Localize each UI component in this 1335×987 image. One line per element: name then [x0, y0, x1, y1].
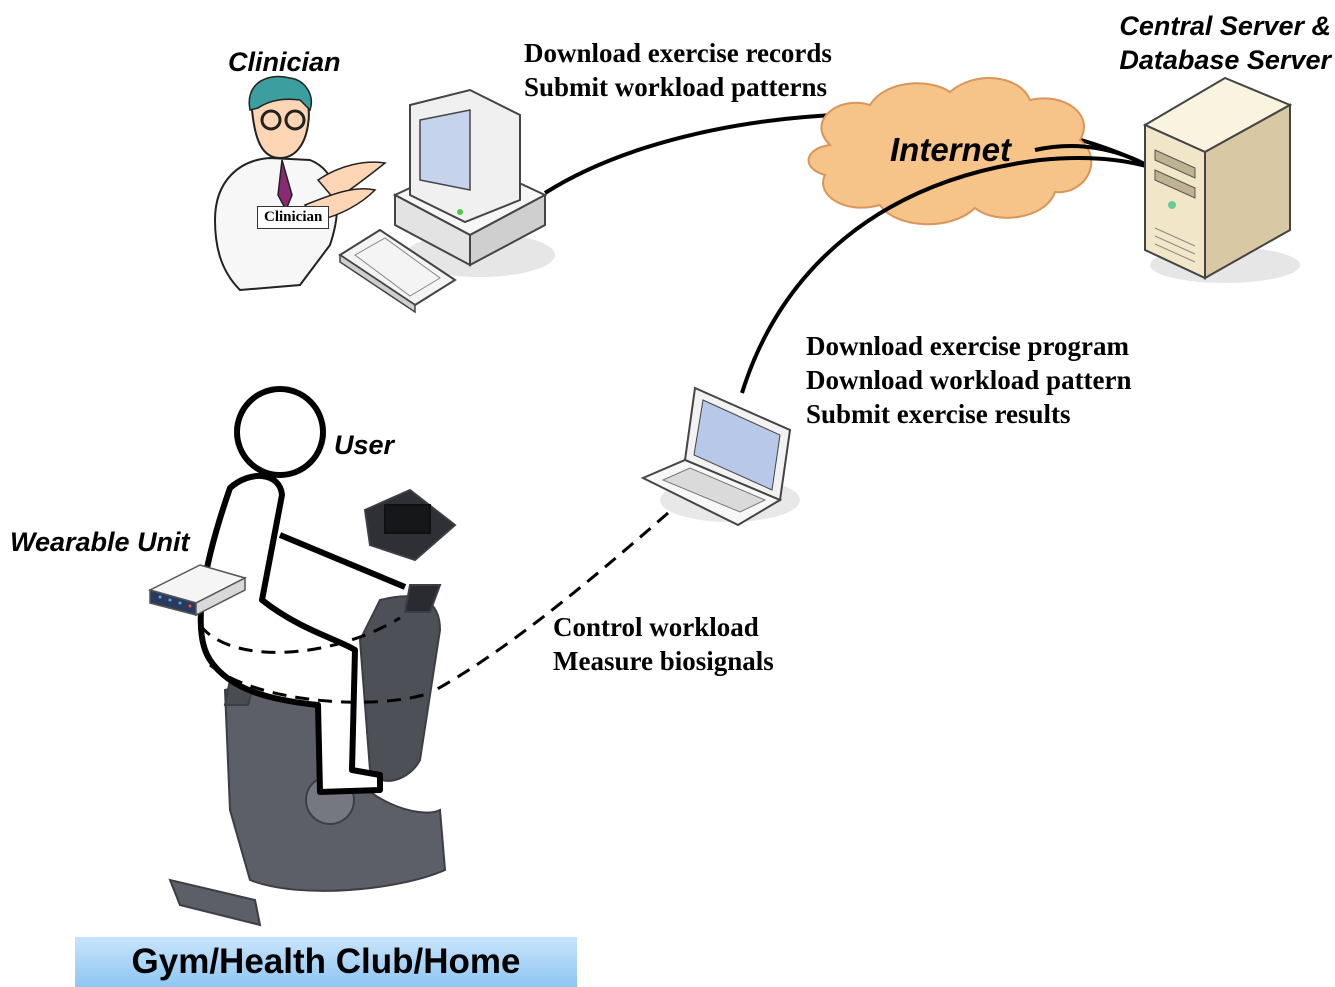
laptop-server-link-upper [1034, 144, 1151, 169]
laptop-link-label: Download exercise program Download workl… [806, 329, 1132, 431]
desktop-computer-icon [392, 88, 555, 277]
clinician-link-line-1: Download exercise records [524, 38, 832, 68]
clinician-link-line-2: Submit workload patterns [524, 72, 828, 102]
user-label: User [334, 430, 395, 460]
clinician-label: Clinician [228, 47, 341, 77]
keyboard-icon [338, 228, 457, 314]
local-link-label: Control workload Measure biosignals [553, 610, 774, 678]
user-stick-figure [197, 386, 407, 795]
location-bar: Gym/Health Club/Home [75, 937, 577, 987]
local-link-line-1: Control workload [553, 612, 759, 642]
laptop-icon [640, 386, 800, 527]
server-label-line-2: Database Server [1119, 45, 1331, 75]
server-label-line-1: Central Server & [1119, 11, 1331, 41]
laptop-link-line-2: Download workload pattern [806, 365, 1132, 395]
laptop-link-line-1: Download exercise program [806, 331, 1129, 361]
wearable-body-link [198, 616, 401, 654]
laptop-bike-wireless-link [429, 511, 669, 695]
clinician-link-label: Download exercise records Submit workloa… [524, 36, 832, 104]
internet-cloud [807, 77, 1093, 226]
location-label: Gym/Health Club/Home [131, 942, 521, 981]
wearable-unit-label: Wearable Unit [10, 527, 190, 557]
wearable-bike-link [209, 663, 431, 704]
laptop-server-link [740, 155, 1151, 394]
wearable-unit-icon [147, 564, 248, 617]
internet-label: Internet [890, 131, 1012, 168]
clinician-badge: Clinician [257, 206, 330, 229]
server-label: Central Server & Database Server [1119, 9, 1331, 77]
local-link-line-2: Measure biosignals [553, 646, 774, 676]
laptop-link-line-3: Submit exercise results [806, 399, 1071, 429]
server-tower-icon [1142, 76, 1300, 283]
